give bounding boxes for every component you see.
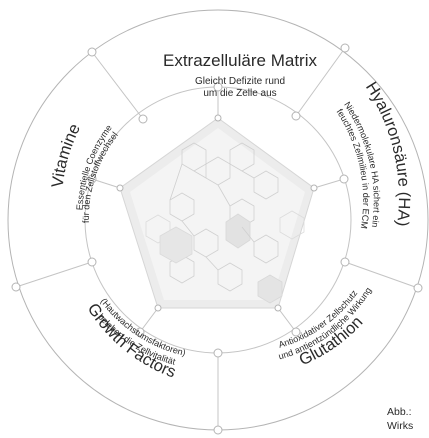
segment-description: um die Zelle aus — [203, 88, 276, 99]
center-pentagon — [119, 117, 315, 309]
figure-caption-label: Abb.: — [387, 406, 412, 418]
figure-caption-text: Wirks — [387, 420, 414, 432]
spokes — [91, 87, 345, 333]
molecule-links — [169, 163, 255, 271]
band-dividers — [15, 47, 419, 430]
segment-hyaluronsaeure: Hyaluronsäure (HA) Niedermolekulare HA s… — [335, 79, 413, 230]
svg-text:Vitamine: Vitamine — [49, 121, 84, 189]
ring-nodes — [11, 43, 423, 435]
segment-description: Gleicht Defizite rund — [195, 76, 285, 87]
segment-title: Vitamine — [49, 121, 84, 189]
segment-vitamine: Vitamine Essentielle Coenzyme für den Ze… — [49, 121, 120, 223]
hexagon-pattern — [145, 142, 305, 304]
segment-extrazellulaere-matrix: Extrazelluläre Matrix Gleicht Defizite r… — [163, 51, 317, 99]
segment-growth-factors: Growth Factors (Hautwachstumsfaktoren) b… — [84, 296, 187, 381]
segment-title: Extrazelluläre Matrix — [163, 51, 317, 70]
